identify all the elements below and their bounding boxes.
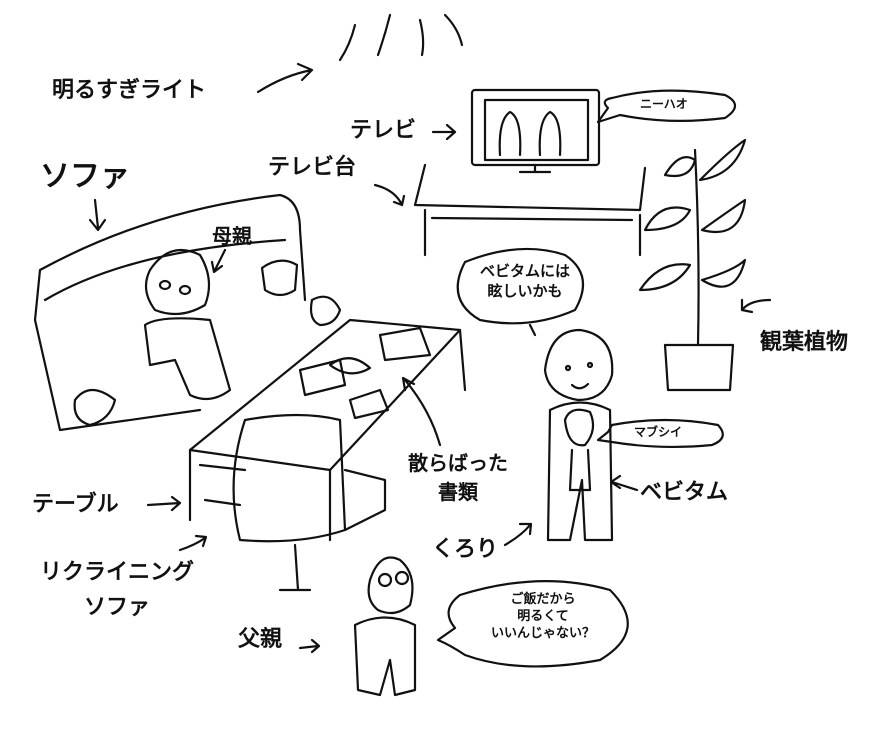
label-plant: 観葉植物: [760, 330, 849, 355]
label-kurori: くろり: [432, 537, 499, 562]
father-drawing: [353, 556, 417, 697]
baby-drawing: [563, 408, 595, 492]
label-recliner-line2: ソファ: [84, 595, 151, 621]
label-sofa: ソファ: [40, 159, 130, 194]
speech-bubbles: [436, 89, 737, 668]
bubble-father-line2: 明るくて: [517, 608, 569, 624]
mother-drawing: [143, 248, 232, 401]
label-recliner: リクライニング ソファ: [40, 560, 194, 621]
bubble-kurori-line2: 眩しいかも: [487, 281, 563, 300]
light-rays: [338, 13, 464, 62]
label-recliner-line1: リクライニング: [40, 560, 195, 585]
sofa-drawing: [33, 193, 342, 432]
bubble-kurori-text: ベビタムには 眩しいかも: [470, 262, 580, 301]
tv-stand-drawing: [413, 163, 647, 257]
recliner-drawing: [198, 413, 387, 592]
label-mother: 母親: [212, 224, 252, 248]
bubble-kurori-line1: ベビタムには: [479, 262, 570, 280]
label-table: テーブル: [32, 492, 119, 517]
label-father: 父親: [238, 627, 283, 652]
label-papers-line1: 散らばった: [408, 451, 508, 475]
label-scattered-papers: 散らばった 書類: [408, 452, 508, 504]
label-tv-stand: テレビ台: [268, 155, 357, 180]
bubble-tv-text: ニーハオ: [640, 97, 688, 111]
label-bebitam: ベビタム: [640, 480, 729, 505]
kurori-drawing: [543, 328, 614, 542]
bubble-father-line3: いいんじゃない？: [490, 625, 595, 641]
plant-drawing: [638, 138, 747, 392]
bubble-baby-text: マブシイ: [634, 425, 683, 439]
tv-drawing: [470, 88, 601, 174]
label-papers-line2: 書類: [438, 480, 478, 504]
label-bright-light: 明るすぎライト: [52, 78, 207, 103]
table-drawing: [188, 318, 467, 542]
bubble-father-text: ご飯だから 明るくて いいんじゃない？: [478, 592, 608, 643]
label-tv: テレビ: [350, 118, 417, 143]
arrows: [88, 62, 772, 654]
bubble-father-line1: ご飯だから: [510, 592, 576, 607]
